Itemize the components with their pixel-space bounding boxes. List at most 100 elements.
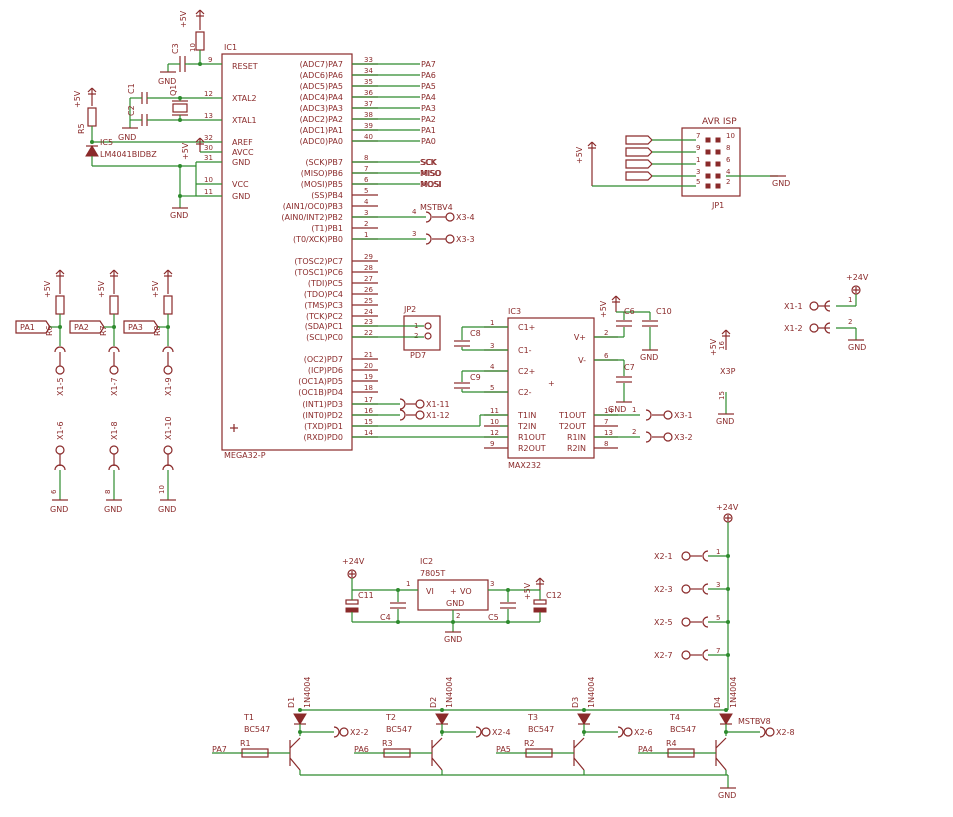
- ic1-pin-label: (INT1)PD3: [302, 400, 343, 409]
- svg-text:GND: GND: [446, 599, 464, 608]
- ic1-pin-number: 21: [364, 351, 373, 359]
- svg-text:4: 4: [412, 208, 417, 216]
- svg-text:13: 13: [204, 112, 213, 120]
- net-label: SCK: [421, 158, 438, 167]
- connector-label: X1-9: [164, 377, 173, 396]
- net-label: PA3: [421, 104, 436, 113]
- power-label: +5V: [43, 280, 52, 298]
- resistor-ref: R2: [524, 739, 535, 748]
- ic1-pin-label: (AIN1/OC0)PB3: [283, 202, 343, 211]
- ic1-pin-label: (OC2)PD7: [304, 355, 343, 364]
- diode-part: 1N4004: [303, 677, 312, 708]
- svg-text:C3: C3: [171, 43, 180, 54]
- diode-ref: D2: [429, 697, 438, 708]
- ic3-pin-label: C2+: [518, 367, 535, 376]
- svg-text:C1: C1: [127, 83, 136, 94]
- ic1-pin-number: 14: [364, 429, 373, 437]
- ic1-pin-label: (TCK)PC2: [306, 312, 343, 321]
- svg-text:2: 2: [414, 332, 418, 340]
- ic1-pin-label: XTAL2: [232, 94, 257, 103]
- svg-text:C2: C2: [127, 105, 136, 116]
- svg-text:+5V: +5V: [599, 300, 608, 318]
- svg-text:2: 2: [456, 612, 460, 620]
- svg-text:C7: C7: [624, 363, 635, 372]
- svg-text:VI: VI: [426, 587, 434, 596]
- ic1-pin-label: (SCK)PB7: [305, 158, 343, 167]
- svg-text:GND: GND: [718, 791, 736, 800]
- ic1-pin-number: 6: [364, 176, 369, 184]
- ic3-pin-number: 8: [604, 440, 608, 448]
- ic1-pin-label: (ADC4)PA4: [300, 93, 343, 102]
- svg-text:10: 10: [204, 176, 213, 184]
- ic3-pin-number: 10: [490, 418, 499, 426]
- svg-text:VO: VO: [460, 587, 472, 596]
- svg-text:AVR ISP: AVR ISP: [702, 117, 737, 127]
- svg-text:30: 30: [204, 144, 213, 152]
- ic1-pin-number: 25: [364, 297, 373, 305]
- transistor-ref: T3: [527, 713, 538, 722]
- svg-text:GND: GND: [170, 211, 188, 220]
- ic1-pin-label: (ADC1)PA1: [300, 126, 343, 135]
- net-label: MISO: [421, 169, 442, 178]
- svg-text:31: 31: [204, 154, 213, 162]
- ic1-pin-label: (ADC0)PA0: [300, 137, 343, 146]
- gnd-label: GND: [104, 505, 122, 514]
- pin-number: 7: [716, 647, 720, 655]
- ic3-pin-number: 1: [490, 319, 494, 327]
- diode-ref: D4: [713, 697, 722, 708]
- ic3-pin-number: 14: [604, 407, 613, 415]
- ic3-part: MAX232: [508, 461, 541, 470]
- svg-text:MSTBV8: MSTBV8: [738, 717, 771, 726]
- ic1-pin-number: 37: [364, 100, 373, 108]
- ic1-pin-label: VCC: [232, 180, 249, 189]
- ic1-pin-number: 40: [364, 133, 373, 141]
- ic1-part: MEGA32-P: [224, 451, 266, 460]
- svg-text:GND: GND: [158, 77, 176, 86]
- ic1-pin-label: XTAL1: [232, 116, 257, 125]
- connector-label: X2-1: [654, 552, 673, 561]
- ic3-pin-number: 3: [490, 342, 494, 350]
- svg-text:10: 10: [189, 43, 197, 52]
- svg-text:1: 1: [632, 406, 636, 414]
- diode-part: 1N4004: [445, 677, 454, 708]
- x3p-connector: +5V 16 X3P 15 GND: [709, 329, 736, 426]
- svg-text:X1-2: X1-2: [784, 324, 803, 333]
- svg-text:+5V: +5V: [575, 146, 584, 164]
- ic3-pin-number: 7: [604, 418, 608, 426]
- ic1-pin-label: (RXD)PD0: [303, 433, 343, 442]
- ic1-pin-label: (T1)PB1: [311, 224, 343, 233]
- svg-text:GND: GND: [118, 133, 136, 142]
- isp-pin-number: 6: [726, 156, 731, 164]
- ic3-pin-label: C1-: [518, 346, 532, 355]
- ic1-pin-label: (ADC2)PA2: [300, 115, 343, 124]
- net-label: PA7: [212, 745, 227, 754]
- int-connector: X1-11 X1-12: [352, 398, 508, 438]
- ic1-pin-label: (SS)PB4: [311, 191, 343, 200]
- resistor-ref: R7: [99, 325, 108, 336]
- svg-text:+24V: +24V: [342, 557, 365, 566]
- svg-text:Q1: Q1: [169, 85, 178, 96]
- ic1-pin-label: (AIN0/INT2)PB2: [281, 213, 343, 222]
- transistor-part: BC547: [670, 725, 696, 734]
- resistor-ref: R4: [666, 739, 677, 748]
- net-label: PA4: [638, 745, 653, 754]
- svg-text:+5V: +5V: [523, 582, 532, 600]
- svg-text:+: +: [450, 587, 457, 596]
- svg-text:2: 2: [848, 318, 852, 326]
- svg-text:MSTBV4: MSTBV4: [420, 203, 453, 212]
- svg-text:3: 3: [412, 230, 416, 238]
- ic1-pin-label: (SCL)PC0: [306, 333, 343, 342]
- diode-part: 1N4004: [587, 677, 596, 708]
- svg-text:X3-4: X3-4: [456, 213, 475, 222]
- svg-text:IC2: IC2: [420, 557, 433, 566]
- ic1-ref: IC1: [224, 43, 237, 52]
- svg-text:X1-1: X1-1: [784, 302, 803, 311]
- pin-number: 8: [104, 490, 112, 494]
- ic1-pin-number: 5: [364, 187, 368, 195]
- ic1-pin-number: 19: [364, 373, 373, 381]
- svg-text:LM4041BIDBZ: LM4041BIDBZ: [100, 150, 157, 159]
- connector-label: X2-3: [654, 585, 673, 594]
